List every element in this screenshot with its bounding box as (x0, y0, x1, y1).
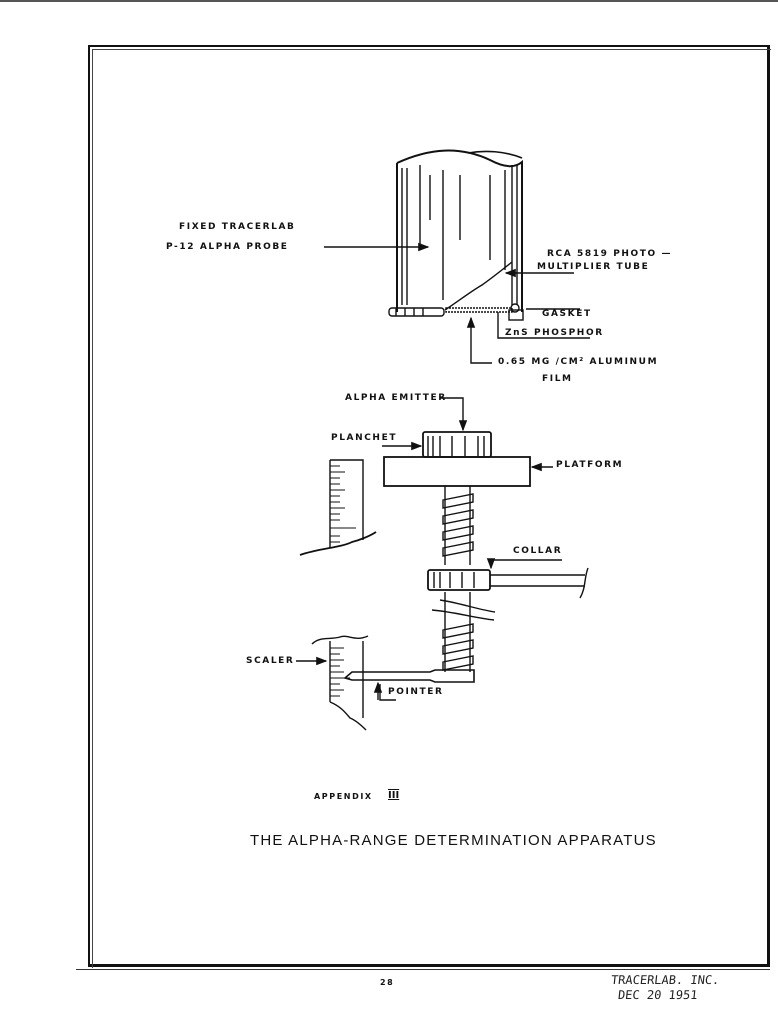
page-border-frame (88, 45, 771, 968)
film-label-line2: FILM (542, 374, 573, 384)
lead-screw (431, 486, 496, 672)
pointer-label: POINTER (388, 687, 444, 697)
gasket-label: GASKET (542, 309, 592, 319)
figure-caption: THE ALPHA-RANGE DETERMINATION APPARATUS (250, 832, 657, 849)
tube-label-line2: MULTIPLIER TUBE (537, 262, 650, 272)
scan-top-edge (0, 0, 778, 2)
alpha-probe-tube (388, 149, 524, 321)
planchet (422, 431, 492, 458)
appendix-numeral: III (388, 790, 400, 801)
phosphor-label: ZnS PHOSPHOR (505, 328, 604, 338)
platform (383, 456, 531, 487)
probe-label-line1: FIXED TRACERLAB (179, 222, 296, 232)
alpha-emitter-label: ALPHA EMITTER (345, 393, 447, 403)
company-stamp: TRACERLAB. INC. (610, 973, 721, 987)
film-label-line1: 0.65 MG /CM² ALUMINUM (498, 357, 659, 367)
appendix-label: APPENDIX (314, 792, 373, 801)
scaler-label: SCALER (246, 656, 295, 666)
tube-label-line1: RCA 5819 PHOTO — (547, 249, 673, 259)
probe-label-line2: P-12 ALPHA PROBE (166, 242, 289, 252)
collar-label: COLLAR (513, 546, 563, 556)
date-stamp: DEC 20 1951 (617, 988, 699, 1002)
lower-scale (311, 635, 369, 731)
page-number: 28 (380, 978, 395, 987)
collar (427, 567, 589, 599)
planchet-label: PLANCHET (331, 433, 398, 443)
upper-scale (299, 459, 377, 556)
pointer (343, 669, 475, 683)
page-border-outer-line (76, 969, 770, 970)
platform-label: PLATFORM (556, 460, 624, 470)
